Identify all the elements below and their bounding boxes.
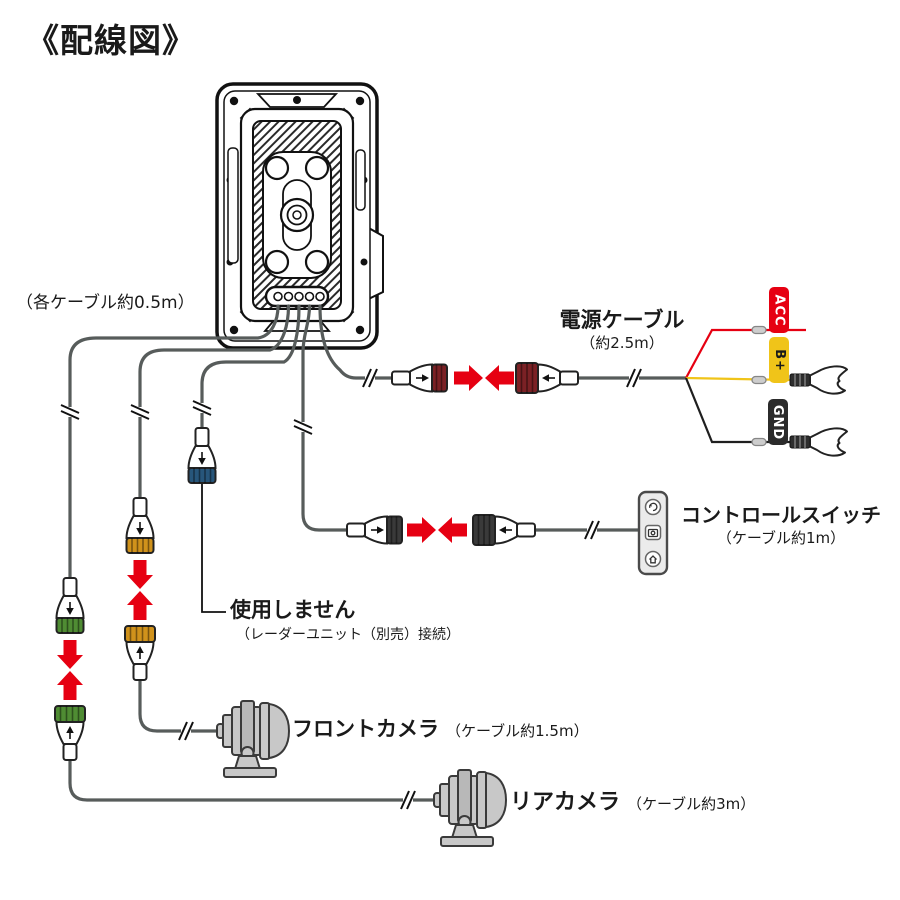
each-cable-length-note: （各ケーブル約0.5m） (16, 293, 195, 313)
radar-plug-unused (187, 427, 217, 484)
connect-arrow-icon (407, 517, 436, 543)
connect-arrow-icon (127, 560, 153, 589)
front-camera (216, 700, 290, 778)
acc-wire-tag: ACC (769, 287, 789, 333)
power-wire-split (684, 325, 848, 457)
gnd-sleeve (751, 437, 767, 447)
connect-arrow-icon (57, 640, 83, 669)
cable-break-icon (626, 368, 642, 388)
bplus-sleeve (751, 375, 767, 385)
bplus-fork-terminal (789, 365, 848, 395)
front-camera-cable-lower (138, 676, 219, 733)
unused-note: （レーダーユニット（別売）接続） (236, 627, 460, 643)
switch-plug-unit-side (346, 515, 403, 545)
rear-camera-plug-camera-side (54, 705, 86, 761)
cable-break-icon (60, 404, 80, 420)
unused-leader-line (201, 484, 226, 613)
unused-label: 使用しません (230, 598, 356, 622)
gnd-fork-terminal (789, 427, 848, 457)
cable-break-icon (178, 721, 194, 741)
switch-button-rotate (644, 498, 662, 516)
diagram-title: 《配線図》 (26, 21, 196, 60)
front-camera-cable (138, 304, 291, 502)
power-cable-line (318, 304, 396, 380)
rear-camera-cable (68, 304, 280, 582)
cables (68, 304, 688, 802)
switch-connector-pair (346, 514, 536, 546)
power-plug-cable-side (515, 362, 579, 394)
radar-connector (187, 427, 217, 484)
rear-camera (433, 769, 507, 847)
gnd-tag-text: GND (770, 404, 786, 440)
front-camera-connector-pair (124, 497, 156, 681)
control-switch-label: コントロールスイッチ (681, 503, 881, 527)
switch-cable (301, 304, 351, 532)
rear-camera-label-block: リアカメラ （ケーブル約3m） (510, 784, 755, 816)
connect-arrow-icon (57, 671, 83, 700)
home-icon (649, 555, 657, 564)
connect-arrow-icon (438, 517, 467, 543)
power-cable-label-block: 電源ケーブル （約2.5m） (537, 308, 707, 352)
connect-arrow-icon (485, 365, 514, 391)
radar-cable (200, 304, 301, 432)
front-camera-plug-unit-side (125, 497, 155, 554)
camera-icon (647, 528, 659, 538)
front-camera-label-block: フロントカメラ （ケーブル約1.5m） (292, 713, 589, 743)
switch-button-camera (644, 524, 662, 541)
switch-button-home (644, 550, 662, 568)
front-camera-length: （ケーブル約1.5m） (446, 722, 589, 740)
cable-break-icon (293, 419, 313, 435)
rear-camera-connector-pair (54, 577, 86, 761)
power-connector-pair (391, 362, 579, 394)
cable-break-icon (362, 368, 378, 388)
power-cable-length: （約2.5m） (580, 334, 664, 353)
front-camera-label: フロントカメラ (292, 717, 439, 741)
power-plug-unit-side (391, 363, 448, 393)
rear-camera-length: （ケーブル約3m） (627, 795, 756, 813)
power-cable-label: 電源ケーブル (559, 308, 685, 332)
control-switch (637, 490, 669, 576)
cable-break-icon (130, 404, 150, 420)
bplus-tag-text: B+ (771, 348, 787, 372)
cable-break-icon (400, 790, 416, 810)
rear-camera-cable-lower (68, 756, 436, 802)
cable-break-icon (192, 400, 212, 416)
connect-arrow-icon (454, 365, 483, 391)
main-unit (215, 82, 384, 350)
bplus-wire-tag: B+ (769, 337, 789, 383)
connect-arrow-icon (127, 591, 153, 620)
cable-break-marks (60, 368, 642, 810)
front-camera-plug-camera-side (124, 625, 156, 681)
control-switch-label-block: コントロールスイッチ （ケーブル約1m） (668, 504, 894, 547)
rear-camera-plug-unit-side (55, 577, 85, 634)
gnd-wire-tag: GND (768, 399, 788, 445)
acc-sleeve (751, 325, 767, 335)
rear-camera-label: リアカメラ (510, 790, 621, 815)
control-switch-length: （ケーブル約1m） (716, 529, 846, 547)
cable-break-icon (584, 520, 600, 540)
acc-tag-text: ACC (771, 293, 787, 327)
switch-plug-cable-side (472, 514, 536, 546)
